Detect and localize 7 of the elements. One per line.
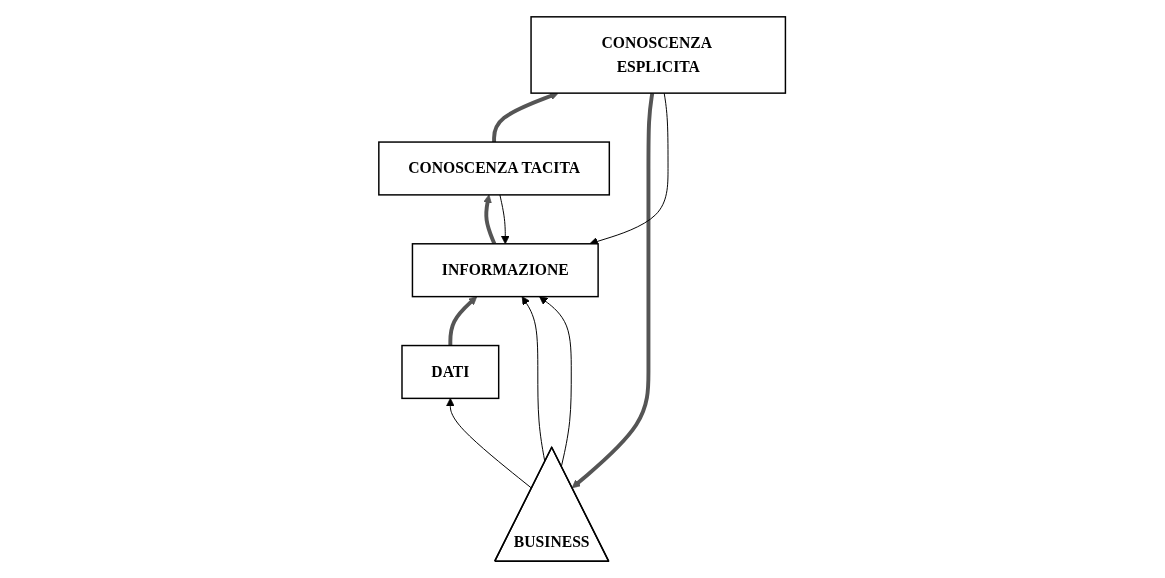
node-box: DATI <box>401 344 500 400</box>
node-box: INFORMAZIONE <box>412 243 600 298</box>
arrow <box>448 296 478 346</box>
arrow <box>572 92 655 489</box>
node-box: CONOSCENZA ESPLICITA <box>530 16 787 94</box>
node-box: CONOSCENZA TACITA <box>378 141 611 196</box>
arrow <box>483 194 497 245</box>
